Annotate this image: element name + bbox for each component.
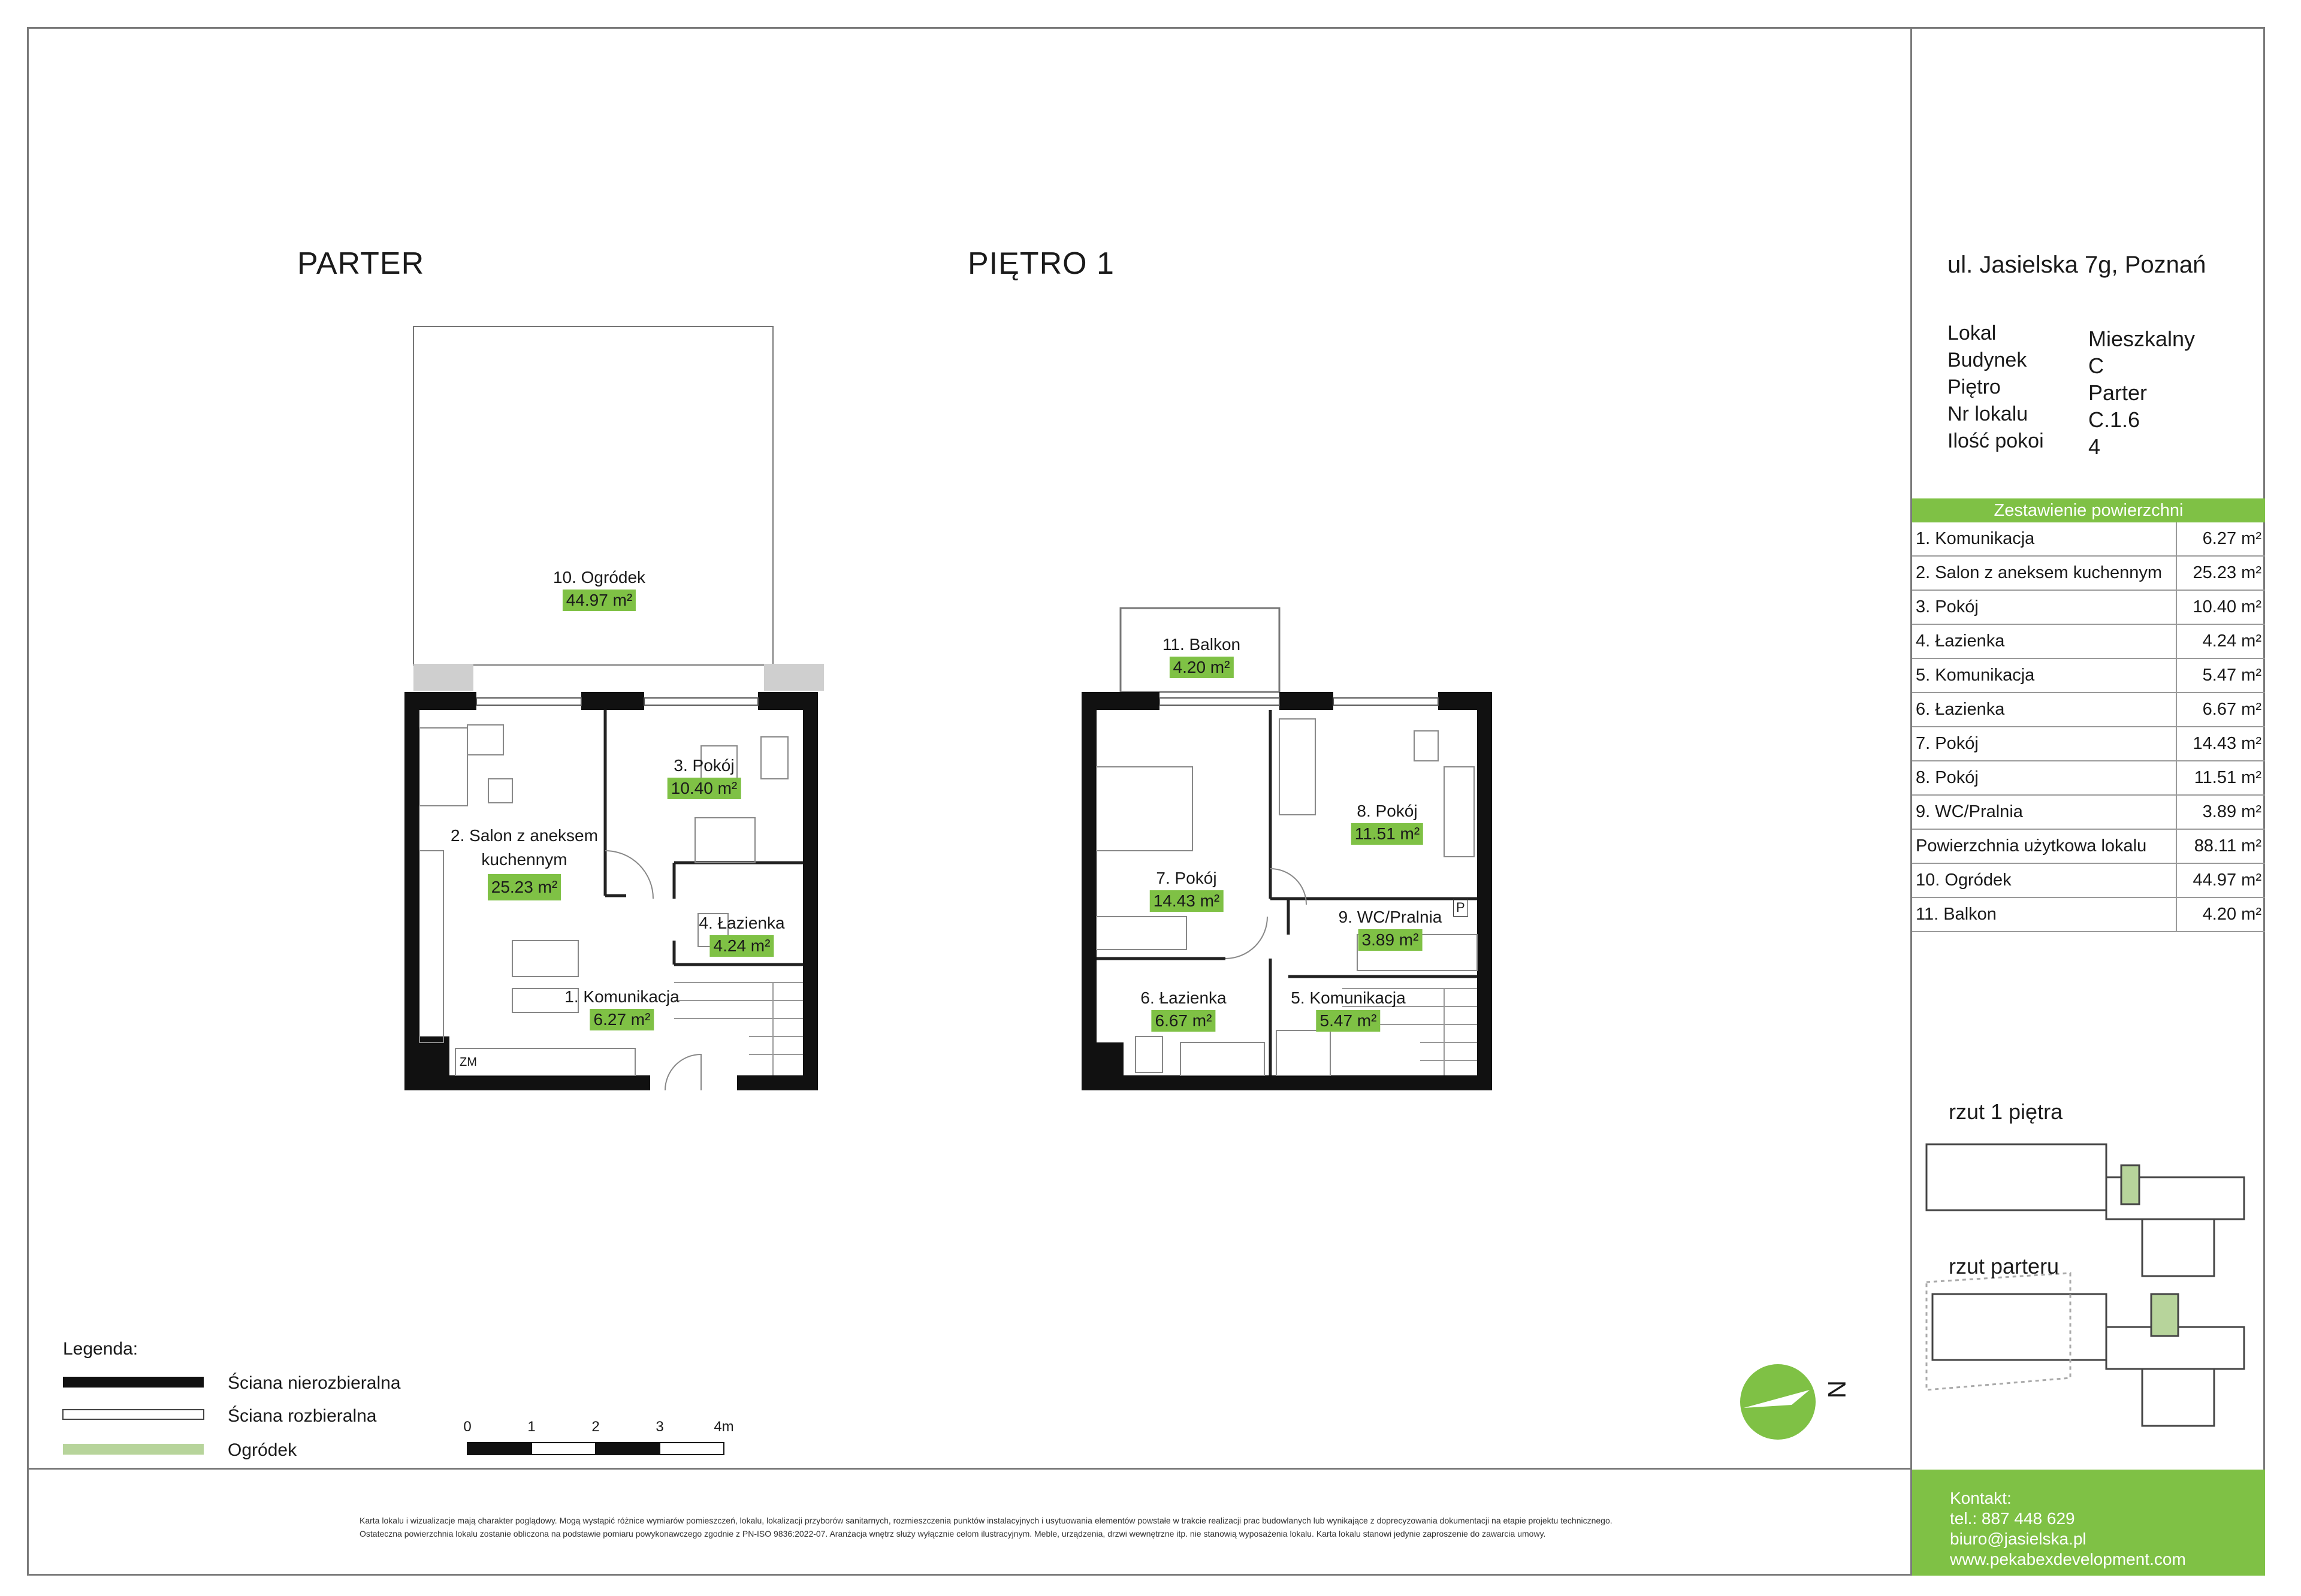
mini-first-label: rzut 1 piętra <box>1949 1099 2063 1124</box>
scale-tick: 0 <box>463 1419 472 1435</box>
legend-partition-label: Ściana rozbieralna <box>228 1406 377 1426</box>
contact-title: Kontakt: <box>1950 1489 2012 1507</box>
compass-icon <box>1740 1364 1816 1440</box>
balcony-outline <box>1119 607 1281 693</box>
contact-box: Kontakt: tel.: 887 448 629 biuro@jasiels… <box>1912 1470 2265 1576</box>
first-floor-furniture <box>1096 718 1478 1076</box>
panel-divider <box>1910 27 1912 1576</box>
mini-plan-ground-floor <box>1925 1272 2245 1427</box>
scale-tick: 1 <box>527 1419 536 1435</box>
garden-outline <box>413 326 774 666</box>
area-table-title: Zestawienie powierzchni <box>1912 498 2265 522</box>
garden-hedge <box>764 664 824 691</box>
scale-tick: 3 <box>656 1419 664 1435</box>
legend-solid-wall <box>63 1377 204 1388</box>
info-label-nr: Nr lokalu <box>1947 403 2028 425</box>
address: ul. Jasielska 7g, Poznań <box>1947 252 2206 278</box>
first-floor-windows <box>1159 697 1439 706</box>
ground-floor-title: PARTER <box>297 246 425 281</box>
info-value-nr: C.1.6 <box>2088 407 2140 432</box>
footer-divider <box>27 1468 1910 1470</box>
ground-floor-windows <box>476 697 759 706</box>
ground-floor-walls <box>404 692 818 1090</box>
first-floor-title: PIĘTRO 1 <box>968 246 1115 281</box>
legend-garden <box>63 1444 204 1455</box>
scale-tick: 4m <box>714 1419 734 1435</box>
p-mark: P <box>1453 899 1468 917</box>
first-floor-partitions <box>1097 710 1477 1075</box>
info-value-lokal: Mieszkalny <box>2088 327 2196 351</box>
info-value-pietro: Parter <box>2088 380 2148 405</box>
scale-tick: 2 <box>591 1419 600 1435</box>
contact-phone[interactable]: tel.: 887 448 629 <box>1950 1509 2075 1528</box>
legend-title: Legenda: <box>63 1339 138 1359</box>
legend-garden-label: Ogródek <box>228 1440 297 1460</box>
page-frame <box>27 27 2265 1576</box>
legend-partition-wall <box>62 1409 204 1420</box>
mini-plan-first-floor <box>1925 1143 2245 1277</box>
zm-mark: ZM <box>460 1056 477 1069</box>
mini-ground-label: rzut parteru <box>1949 1254 2060 1278</box>
contact-email[interactable]: biuro@jasielska.pl <box>1950 1530 2086 1548</box>
info-label-lokal: Lokal <box>1947 322 1997 344</box>
first-floor-walls <box>1082 692 1492 1090</box>
compass-letter: N <box>1823 1380 1852 1399</box>
info-label-pietro: Piętro <box>1947 376 2001 398</box>
scale-bar <box>467 1442 724 1455</box>
contact-website[interactable]: www.pekabexdevelopment.com <box>1950 1550 2186 1568</box>
garden-hedge <box>413 664 473 691</box>
info-value-pokoje: 4 <box>2088 434 2101 459</box>
info-value-budynek: C <box>2088 353 2104 378</box>
legend-solid-label: Ściana nierozbieralna <box>228 1373 401 1393</box>
info-label-pokoje: Ilość pokoi <box>1947 430 2044 452</box>
disclaimer-line-2: Ostateczna powierzchnia lokalu zostanie … <box>360 1529 1546 1538</box>
disclaimer-line-1: Karta lokalu i wizualizacje mają charakt… <box>360 1516 1612 1525</box>
ground-floor-stairs <box>674 982 803 1075</box>
info-label-budynek: Budynek <box>1947 349 2027 371</box>
